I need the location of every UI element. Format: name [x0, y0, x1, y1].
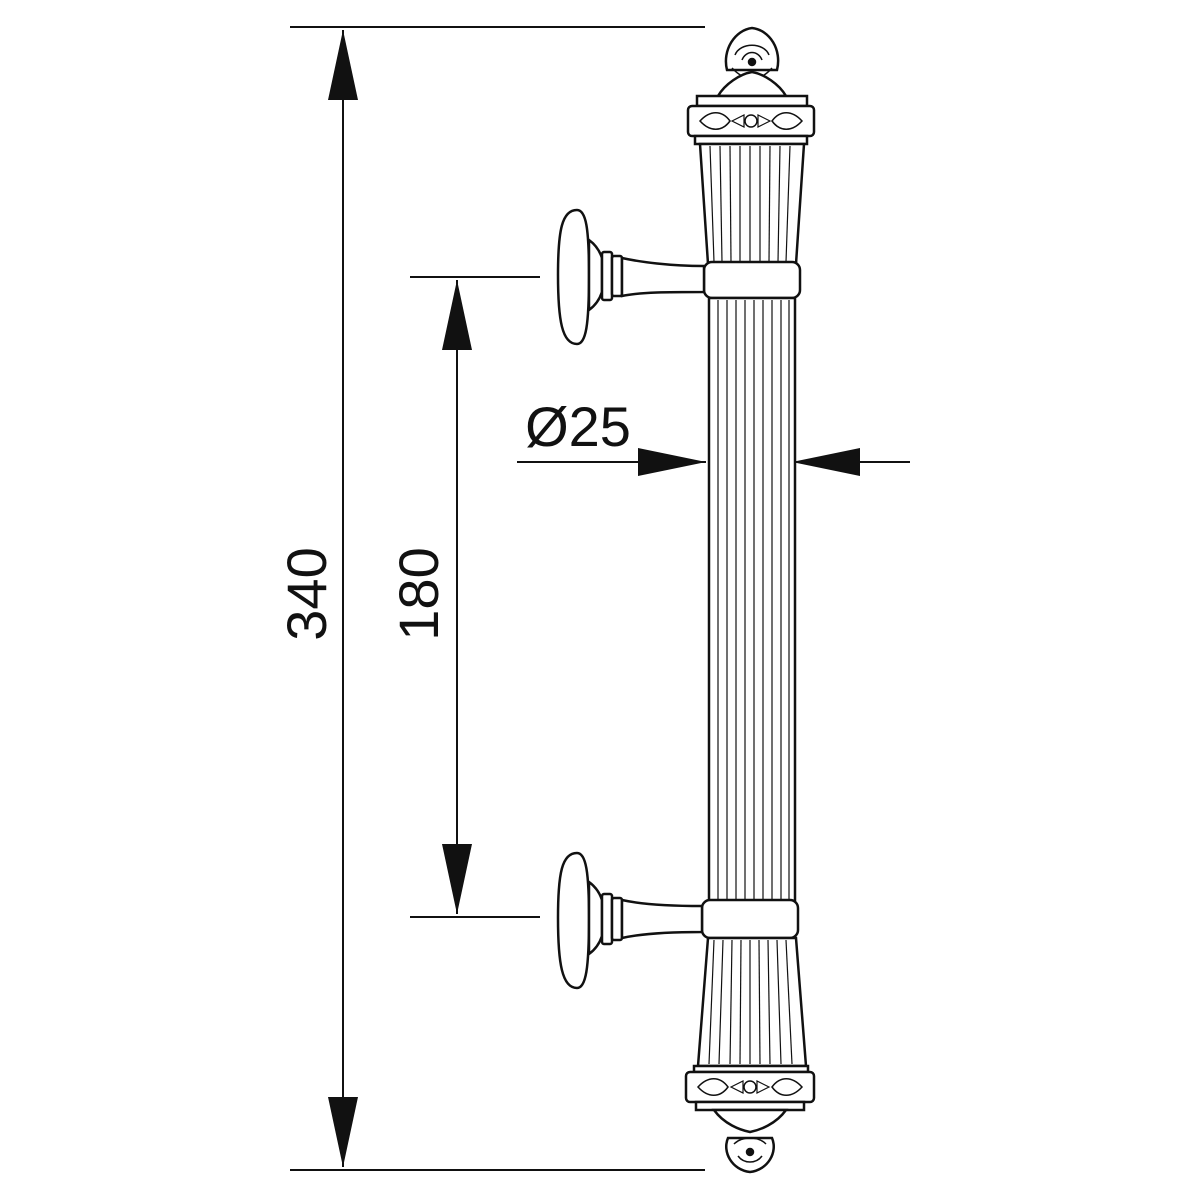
lower-mounting-post	[556, 851, 704, 990]
upper-taper	[698, 142, 806, 266]
top-collar	[686, 94, 816, 146]
upper-ring	[702, 260, 802, 300]
main-shaft	[707, 296, 797, 904]
handle	[556, 26, 816, 1174]
lower-taper	[696, 936, 808, 1068]
arrow-up-icon	[328, 30, 358, 100]
upper-mounting-post	[556, 208, 706, 346]
top-finial	[715, 26, 789, 98]
arrow-down-icon	[328, 1097, 358, 1167]
arrow-down-icon	[442, 844, 472, 914]
mounting-distance-dimension: 180	[387, 276, 540, 918]
diameter-label: Ø25	[525, 395, 631, 458]
arrow-right-icon	[638, 448, 706, 476]
bottom-finial	[711, 1108, 789, 1174]
lower-ring	[700, 898, 800, 940]
arrow-up-icon	[442, 280, 472, 350]
overall-length-dimension: 340	[275, 26, 705, 1171]
arrow-left-icon	[792, 448, 860, 476]
diameter-dimension: Ø25	[517, 395, 910, 476]
bottom-collar	[684, 1064, 816, 1112]
mounting-distance-label: 180	[387, 547, 450, 640]
overall-length-label: 340	[275, 547, 338, 640]
